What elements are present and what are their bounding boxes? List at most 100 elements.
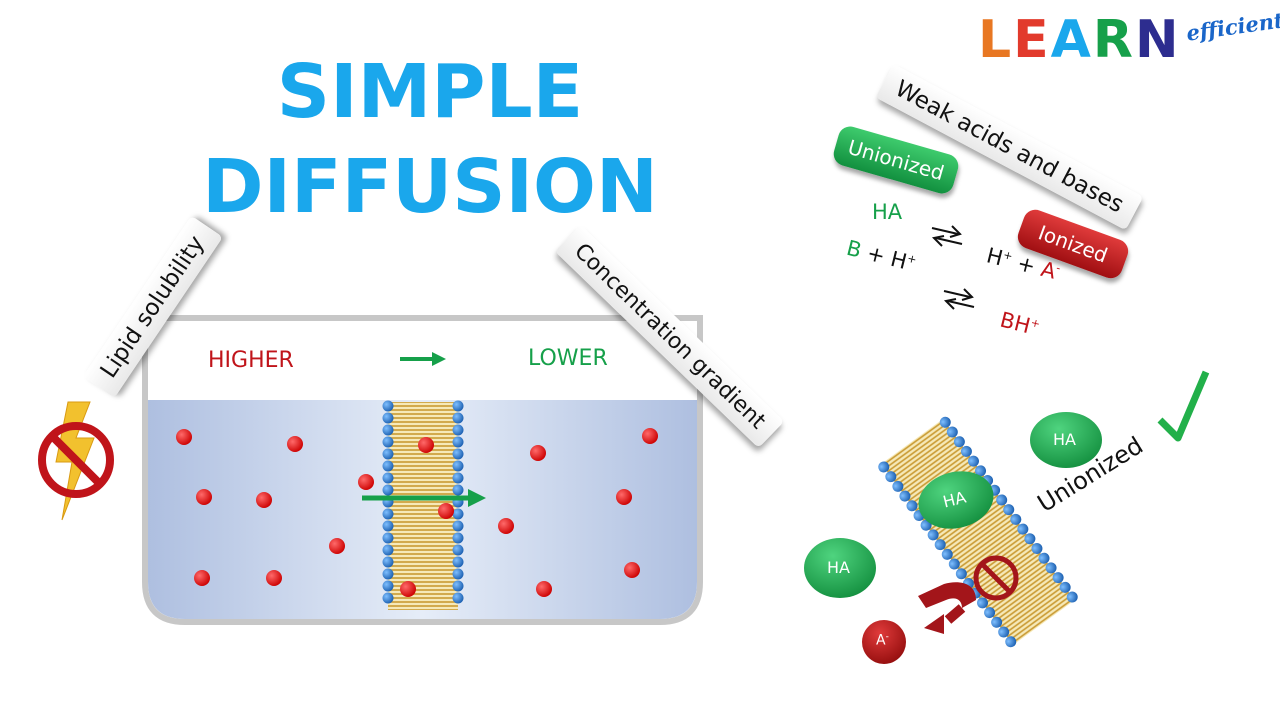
phospholipid-head (382, 436, 394, 448)
phospholipid-head (382, 568, 394, 580)
solute-particle (358, 474, 374, 490)
logo-letter: L (978, 10, 1014, 70)
logo-letter: R (1092, 10, 1135, 70)
solute-particles (176, 428, 658, 597)
phospholipid-head (452, 532, 464, 544)
phospholipid-head (452, 568, 464, 580)
solute-particle (194, 570, 210, 586)
no-entry-icon (973, 555, 1019, 601)
solute-particle (287, 436, 303, 452)
phospholipid-head (1010, 513, 1022, 525)
title-line-1: SIMPLE (276, 49, 584, 135)
phospholipid-head (934, 539, 946, 551)
phospholipid-head (967, 455, 979, 467)
solute-particle (176, 429, 192, 445)
equation-ha: HA (872, 200, 903, 224)
phospholipid-head (382, 592, 394, 604)
phospholipid-head (885, 471, 897, 483)
solute-particle (616, 489, 632, 505)
phospholipid-head (996, 494, 1008, 506)
solute-particle (329, 538, 345, 554)
phospholipid-head (946, 426, 958, 438)
phospholipid-head (906, 500, 918, 512)
ha-molecule (1030, 412, 1102, 468)
phospholipid-head (452, 460, 464, 472)
phospholipid-head (991, 616, 1003, 628)
phospholipid-head (977, 597, 989, 609)
phospholipid-head (452, 580, 464, 592)
phospholipid-head (382, 544, 394, 556)
phospholipid-head (955, 568, 967, 580)
title-line-2: DIFFUSION (202, 144, 658, 230)
lipid-bilayer-membrane (382, 400, 464, 610)
phospholipid-head (1031, 542, 1043, 554)
phospholipid-head (452, 472, 464, 484)
a-minus-label: A- (876, 632, 889, 649)
phospholipid-head (1066, 591, 1078, 603)
ha-molecule (918, 471, 994, 529)
higher-label: HIGHER (208, 348, 294, 373)
a-minus-ion (862, 620, 906, 664)
learn-efficient-logo: LEARN (978, 10, 1181, 70)
phospholipid-head (960, 445, 972, 457)
phospholipid-head (452, 400, 464, 412)
right-arrow-icon (400, 352, 446, 366)
phospholipid-head (452, 592, 464, 604)
phospholipid-head (452, 544, 464, 556)
phospholipid-head (953, 436, 965, 448)
right-arrow-icon (362, 489, 486, 507)
phospholipid-head (452, 508, 464, 520)
phospholipid-head (899, 490, 911, 502)
phospholipid-head (1024, 533, 1036, 545)
equilibrium-arrow-icon (943, 288, 975, 310)
lower-label: LOWER (528, 346, 608, 371)
phospholipid-head (878, 461, 890, 473)
solute-particle (400, 581, 416, 597)
phospholipid-head (984, 607, 996, 619)
return-arrow-icon (918, 582, 976, 634)
phospholipid-head (382, 460, 394, 472)
phospholipid-head (1003, 504, 1015, 516)
phospholipid-head (382, 448, 394, 460)
ha-molecule-label: HA (827, 558, 850, 577)
phospholipid-head (998, 626, 1010, 638)
phospholipid-head (941, 548, 953, 560)
logo-letter: A (1050, 10, 1093, 70)
phospholipid-head (892, 480, 904, 492)
phospholipid-head (927, 529, 939, 541)
phospholipid-head (452, 520, 464, 532)
phospholipid-head (382, 424, 394, 436)
solute-particle (536, 581, 552, 597)
phospholipid-head (1045, 562, 1057, 574)
phospholipid-head (382, 412, 394, 424)
phospholipid-head (452, 436, 464, 448)
phospholipid-head (452, 448, 464, 460)
phospholipid-head (382, 532, 394, 544)
phospholipid-head (382, 520, 394, 532)
ha-molecule-label: HA (1053, 430, 1076, 449)
phospholipid-head (1052, 572, 1064, 584)
logo-letter: N (1134, 10, 1181, 70)
solute-particle (256, 492, 272, 508)
solute-particle (196, 489, 212, 505)
phospholipid-head (948, 558, 960, 570)
solute-particle (498, 518, 514, 534)
equilibrium-arrow-icon (931, 225, 963, 247)
phospholipid-head (452, 424, 464, 436)
phospholipid-head (382, 508, 394, 520)
phospholipid-head (452, 484, 464, 496)
ha-molecule (804, 538, 876, 598)
phospholipid-head (939, 416, 951, 428)
phospholipid-head (452, 412, 464, 424)
phospholipid-head (1038, 552, 1050, 564)
phospholipid-head (382, 484, 394, 496)
tilted-lipid-bilayer (878, 416, 1078, 648)
no-power-icon (38, 401, 114, 521)
solute-particle (624, 562, 640, 578)
checkmark-icon (1157, 370, 1210, 442)
solute-particle (266, 570, 282, 586)
solute-particle (418, 437, 434, 453)
phospholipid-head (1059, 581, 1071, 593)
phospholipid-head (1017, 523, 1029, 535)
